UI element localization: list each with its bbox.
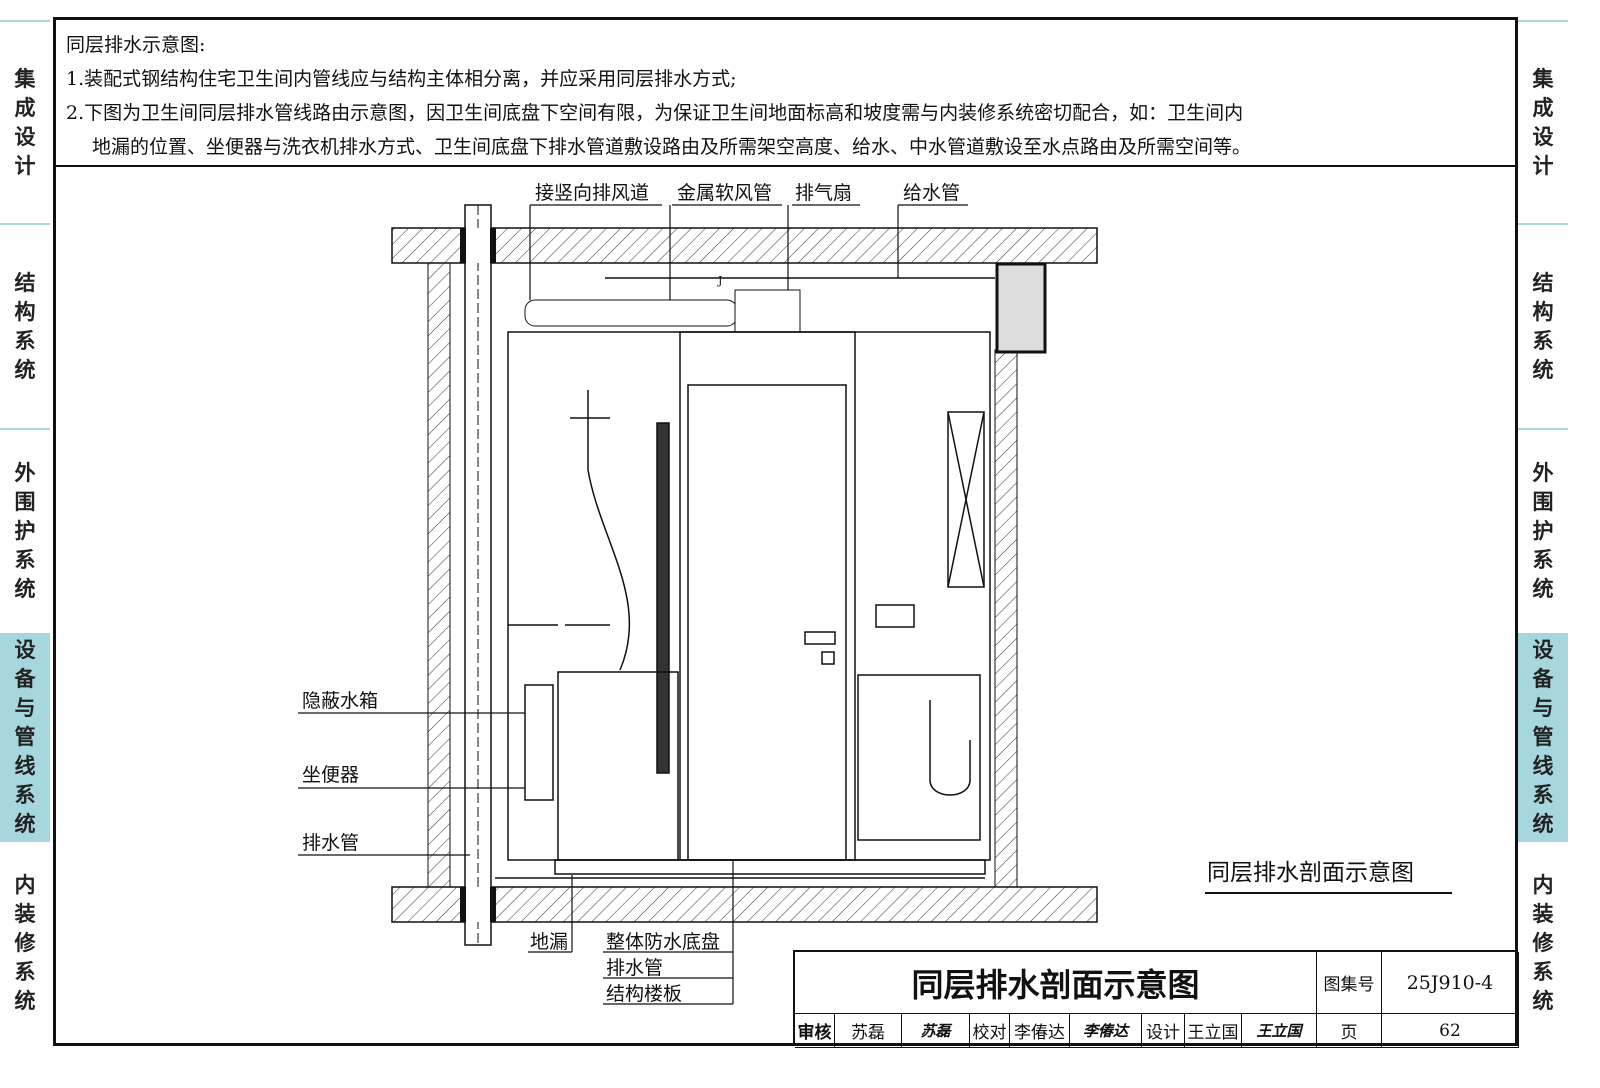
label-toilet: 坐便器 bbox=[302, 764, 359, 786]
side-tab-equipment-pipelines-right[interactable]: 设备与管线系统 bbox=[1518, 633, 1568, 840]
label-water-supply: 给水管 bbox=[903, 182, 960, 204]
designer-signature: 王立国 bbox=[1242, 1014, 1317, 1048]
tab-label: 集成设计 bbox=[14, 66, 36, 178]
leader-lines bbox=[298, 204, 1452, 1005]
tab-label: 结构系统 bbox=[14, 270, 36, 382]
tab-label: 结构系统 bbox=[1532, 270, 1554, 382]
page-label: 页 bbox=[1317, 1014, 1382, 1048]
designer: 王立国 bbox=[1185, 1014, 1242, 1048]
side-tab-structure-right[interactable]: 结构系统 bbox=[1518, 223, 1568, 428]
left-wall bbox=[427, 262, 451, 888]
bottom-slab bbox=[391, 886, 1098, 923]
tab-label: 设备与管线系统 bbox=[1532, 638, 1554, 836]
page-number: 62 bbox=[1382, 1014, 1519, 1048]
divider bbox=[56, 165, 1515, 167]
atlas-number: 25J910-4 bbox=[1382, 952, 1519, 1014]
diagram-caption: 同层排水剖面示意图 bbox=[1207, 860, 1414, 886]
side-tab-integrated-design[interactable]: 集成设计 bbox=[0, 20, 50, 223]
label-exhaust-fan: 排气扇 bbox=[795, 182, 852, 204]
label-floor-drain: 地漏 bbox=[530, 931, 568, 953]
tab-label: 内装修系统 bbox=[14, 873, 36, 1013]
tab-label: 内装修系统 bbox=[1532, 873, 1554, 1013]
side-tab-envelope[interactable]: 外围护系统 bbox=[0, 428, 50, 633]
reviewer-signature: 苏磊 bbox=[902, 1014, 970, 1048]
label-drain-pipe-bottom: 排水管 bbox=[606, 957, 663, 979]
tab-label: 外围护系统 bbox=[1532, 461, 1554, 601]
side-tab-envelope-right[interactable]: 外围护系统 bbox=[1518, 428, 1568, 633]
drawing-frame bbox=[53, 17, 1518, 1046]
label-vertical-duct: 接竖向排风道 bbox=[535, 182, 649, 204]
label-drain-pipe: 排水管 bbox=[302, 832, 359, 854]
side-tab-structure[interactable]: 结构系统 bbox=[0, 223, 50, 428]
checker-signature: 李偆达 bbox=[1070, 1014, 1142, 1048]
tab-label: 外围护系统 bbox=[14, 461, 36, 601]
exhaust-duct: J bbox=[524, 262, 1047, 354]
side-tab-equipment-pipelines[interactable]: 设备与管线系统 bbox=[0, 633, 50, 840]
tab-label: 设备与管线系统 bbox=[14, 638, 36, 836]
label-flex-duct: 金属软风管 bbox=[677, 182, 772, 204]
tab-label: 集成设计 bbox=[1532, 66, 1554, 178]
notes-heading: 同层排水示意图: bbox=[66, 34, 206, 56]
drawing-title: 同层排水剖面示意图 bbox=[795, 952, 1317, 1014]
review-label: 审核 bbox=[795, 1014, 835, 1048]
reviewer: 苏磊 bbox=[835, 1014, 902, 1048]
title-block: 同层排水剖面示意图 图集号 25J910-4 审核 苏磊 苏磊 校对 李偆达 李… bbox=[793, 950, 1519, 1048]
atlas-label: 图集号 bbox=[1317, 952, 1382, 1014]
label-hidden-tank: 隐蔽水箱 bbox=[302, 690, 378, 712]
design-label: 设计 bbox=[1142, 1014, 1185, 1048]
notes: 同层排水示意图: 1.装配式钢结构住宅卫生间内管线应与结构主体相分离，并应采用同… bbox=[66, 28, 1506, 164]
label-waterproof-tray: 整体防水底盘 bbox=[606, 931, 720, 953]
note-1: 1.装配式钢结构住宅卫生间内管线应与结构主体相分离，并应采用同层排水方式; bbox=[66, 68, 737, 90]
bathroom-unit bbox=[495, 331, 991, 879]
note-2-cont: 地漏的位置、坐便器与洗衣机排水方式、卫生间底盘下排水管道敷设路由及所需架空高度、… bbox=[92, 136, 1252, 158]
right-wall bbox=[994, 349, 1018, 888]
side-tab-integrated-design-right[interactable]: 集成设计 bbox=[1518, 20, 1568, 223]
pipe-mark: J bbox=[717, 274, 722, 287]
vertical-drain-stack bbox=[460, 204, 496, 946]
check-label: 校对 bbox=[970, 1014, 1010, 1048]
label-floor-slab: 结构楼板 bbox=[606, 983, 682, 1005]
side-tab-interior-right[interactable]: 内装修系统 bbox=[1518, 840, 1568, 1045]
side-tab-interior[interactable]: 内装修系统 bbox=[0, 840, 50, 1045]
note-2: 2.下图为卫生间同层排水管线路由示意图，因卫生间底盘下空间有限，为保证卫生间地面… bbox=[66, 102, 1244, 124]
checker: 李偆达 bbox=[1010, 1014, 1070, 1048]
top-slab bbox=[391, 227, 1098, 264]
